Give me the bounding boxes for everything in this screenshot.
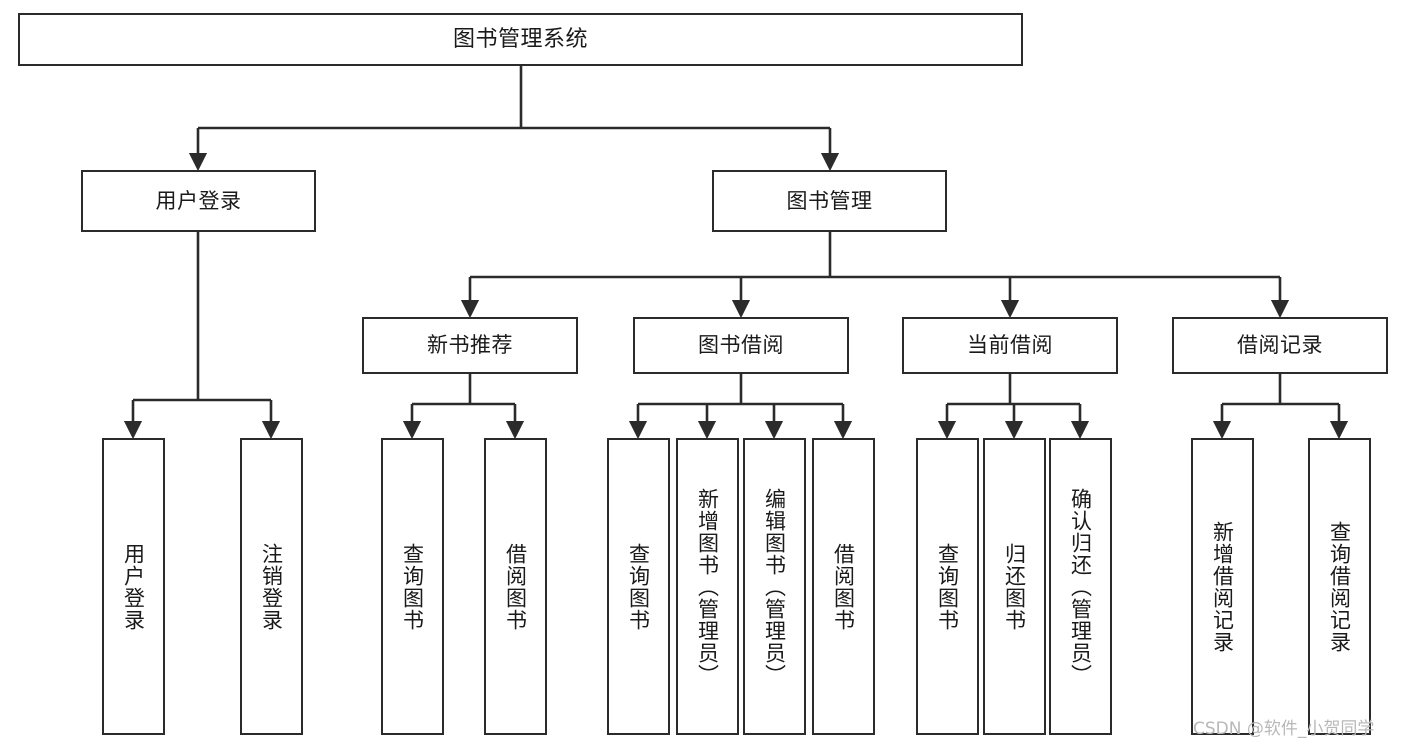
node-label: 编辑图书（管理员） <box>762 487 787 686</box>
node-label: 用户登录 <box>121 542 146 631</box>
leaf-current-borrow-confirm-return[interactable]: 确认归还（管理员） <box>1049 438 1112 735</box>
node-label: 查询图书 <box>935 542 960 631</box>
node-label: 查询借阅记录 <box>1327 520 1352 653</box>
node-label: 图书借阅 <box>698 333 784 358</box>
node-new-book-recommend[interactable]: 新书推荐 <box>362 317 578 374</box>
node-user-login[interactable]: 用户登录 <box>81 170 316 232</box>
node-label: 当前借阅 <box>967 333 1053 358</box>
leaf-book-borrow-query[interactable]: 查询图书 <box>607 438 670 735</box>
leaf-borrow-record-add[interactable]: 新增借阅记录 <box>1191 438 1254 735</box>
node-label: 借阅记录 <box>1237 333 1323 358</box>
node-borrow-record[interactable]: 借阅记录 <box>1172 317 1388 374</box>
leaf-user-login-logout[interactable]: 注销登录 <box>240 438 303 735</box>
node-label: 确认归还（管理员） <box>1068 487 1093 686</box>
leaf-current-borrow-return[interactable]: 归还图书 <box>983 438 1046 735</box>
leaf-new-book-borrow[interactable]: 借阅图书 <box>484 438 547 735</box>
node-label: 借阅图书 <box>503 542 528 631</box>
node-label: 图书管理系统 <box>452 26 588 52</box>
leaf-current-borrow-query[interactable]: 查询图书 <box>916 438 979 735</box>
node-book-management[interactable]: 图书管理 <box>712 170 947 232</box>
node-label: 借阅图书 <box>831 542 856 631</box>
node-label: 归还图书 <box>1002 542 1027 631</box>
node-label: 新增借阅记录 <box>1210 520 1235 653</box>
node-label: 新书推荐 <box>427 333 513 358</box>
node-label: 新增图书（管理员） <box>695 487 720 686</box>
leaf-user-login-login[interactable]: 用户登录 <box>102 438 165 735</box>
node-label: 用户登录 <box>155 188 242 213</box>
csdn-watermark: CSDN @软件_小贺同学 <box>1193 719 1375 739</box>
node-label: 查询图书 <box>400 542 425 631</box>
node-label: 注销登录 <box>259 542 284 631</box>
node-root-system[interactable]: 图书管理系统 <box>18 13 1023 66</box>
leaf-book-borrow-edit[interactable]: 编辑图书（管理员） <box>743 438 806 735</box>
leaf-book-borrow-add[interactable]: 新增图书（管理员） <box>676 438 739 735</box>
leaf-book-borrow-borrow[interactable]: 借阅图书 <box>812 438 875 735</box>
node-book-borrow[interactable]: 图书借阅 <box>633 317 849 374</box>
node-label: 图书管理 <box>786 188 873 213</box>
leaf-new-book-query[interactable]: 查询图书 <box>381 438 444 735</box>
leaf-borrow-record-query[interactable]: 查询借阅记录 <box>1308 438 1371 735</box>
node-label: 查询图书 <box>626 542 651 631</box>
node-current-borrow[interactable]: 当前借阅 <box>902 317 1118 374</box>
